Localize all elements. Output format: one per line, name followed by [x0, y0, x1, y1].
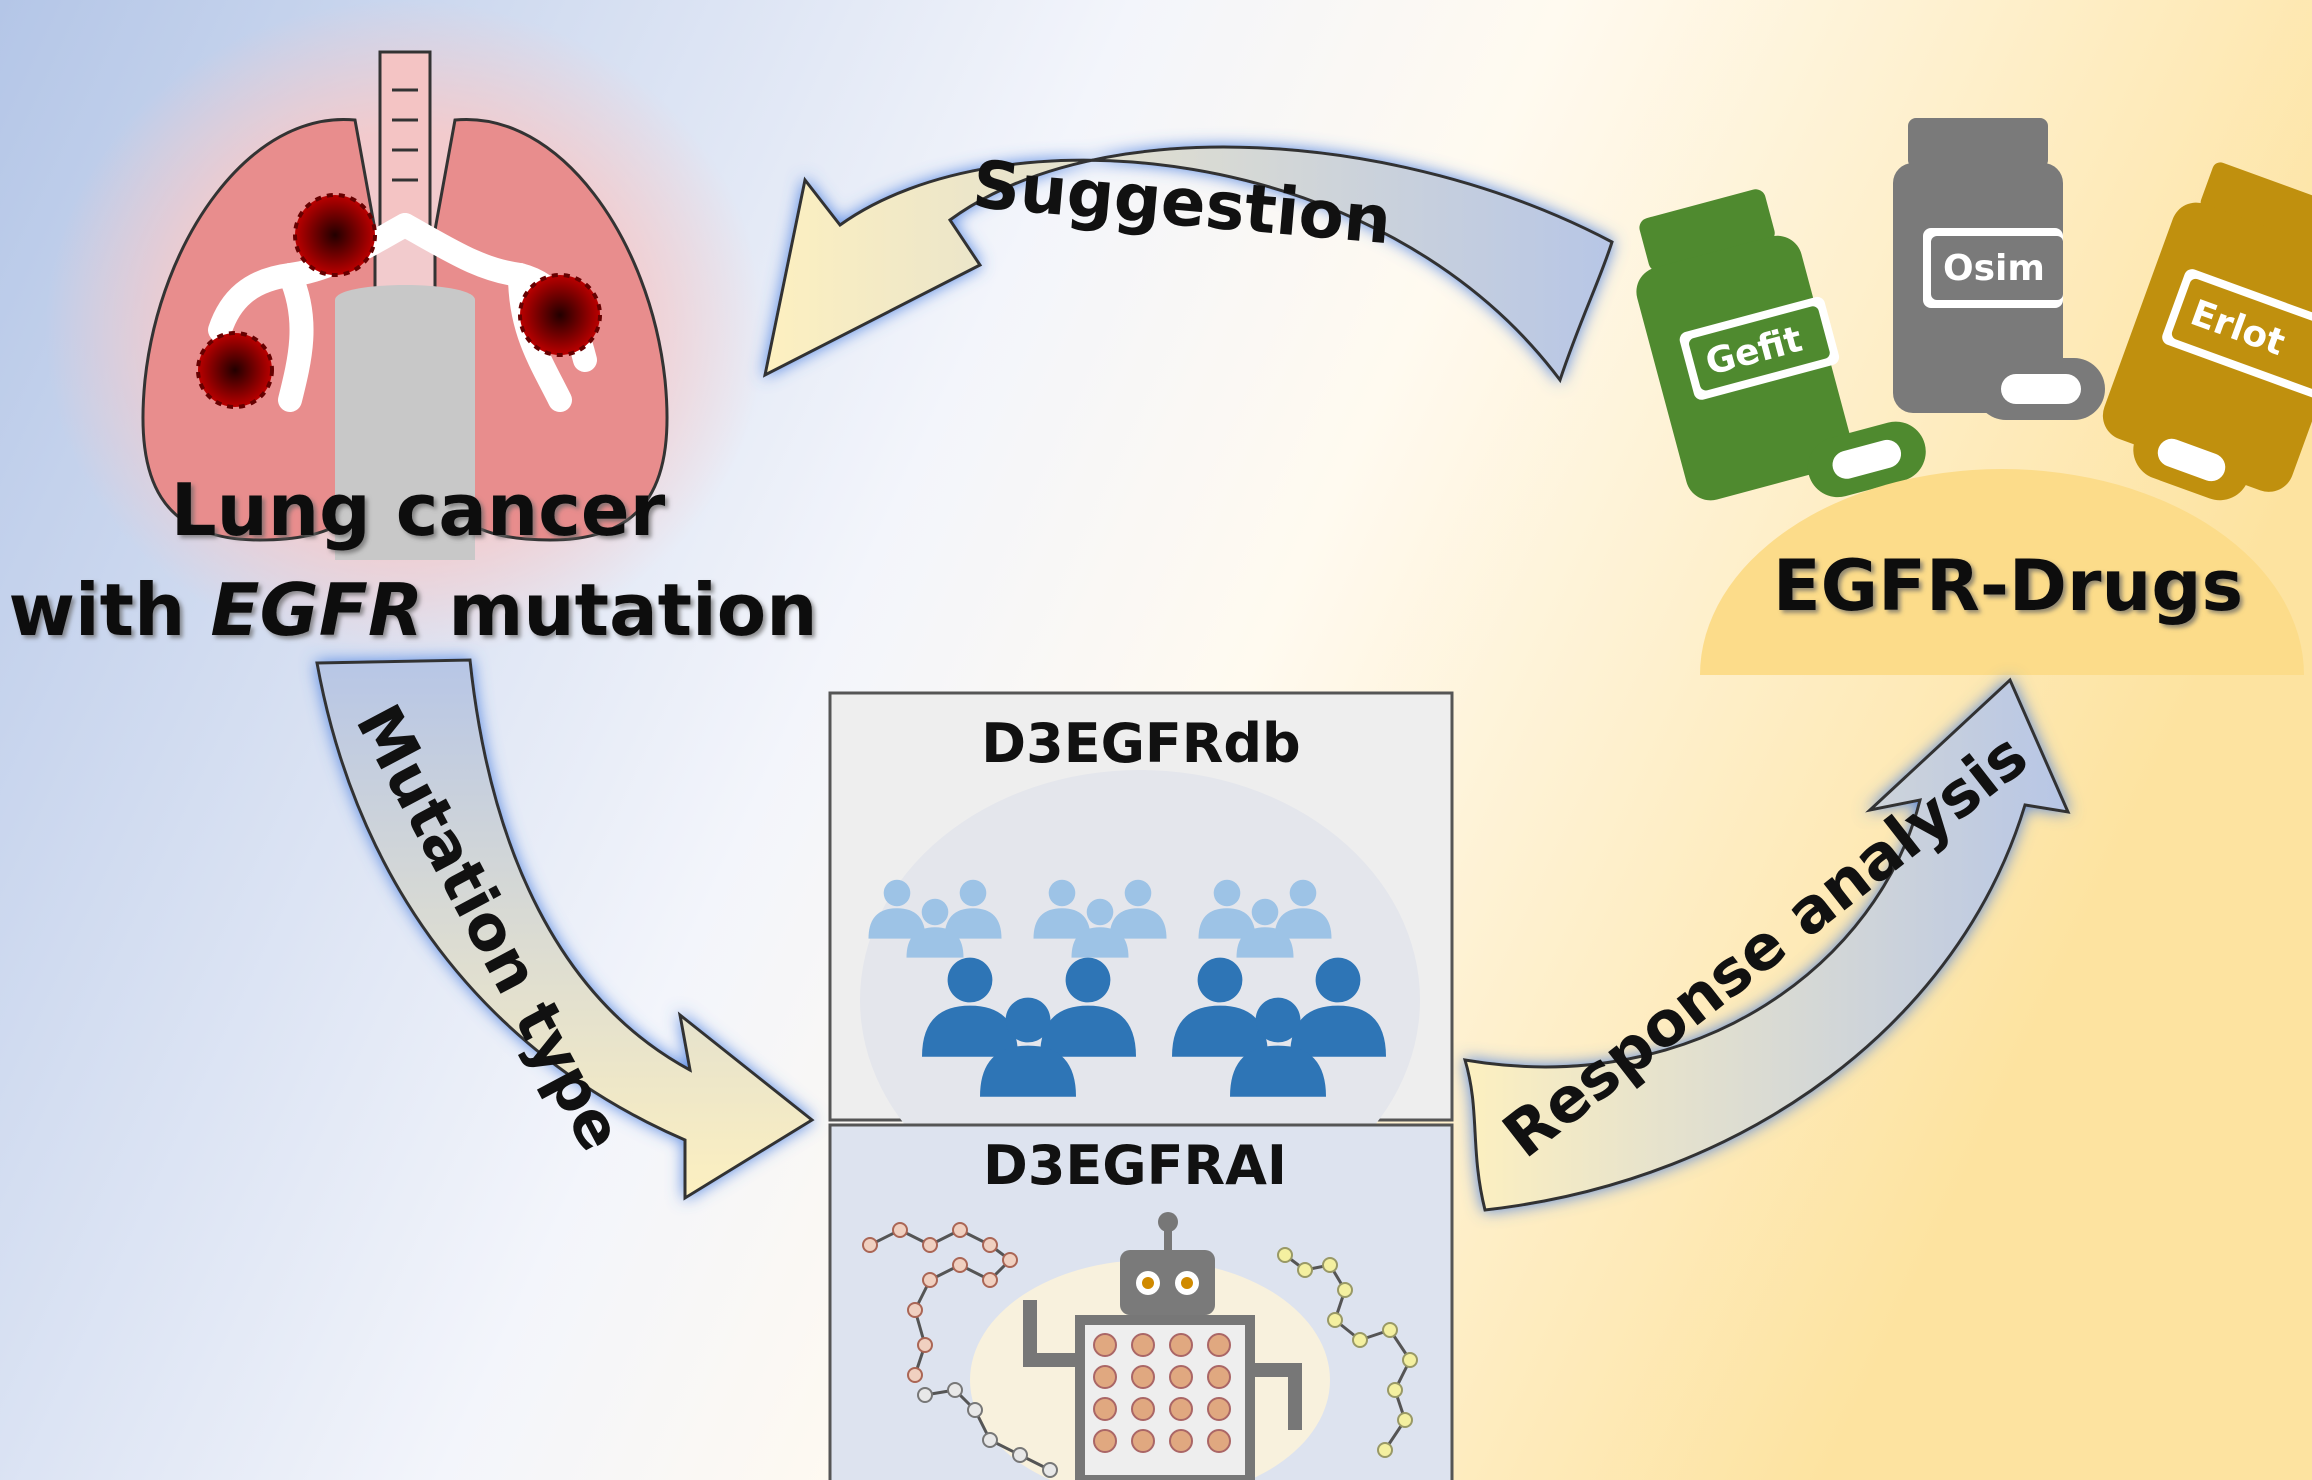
- neural-network-icon: [1093, 1333, 1231, 1453]
- robot-icon: [1023, 1212, 1302, 1480]
- person-icon: [980, 997, 1076, 1097]
- d3egfrdb-panel: D3EGFRdb: [828, 691, 1454, 1230]
- d3egfrai-title: D3EGFRAI: [983, 1134, 1287, 1197]
- person-icon: [906, 898, 964, 958]
- person-icon: [1236, 898, 1294, 958]
- person-icon: [1274, 879, 1332, 939]
- svg-text:Osim: Osim: [1943, 248, 2045, 289]
- erlotinib-bottle: Erlot: [2102, 162, 2312, 501]
- person-icon: [944, 879, 1002, 939]
- person-icon: [1033, 879, 1091, 939]
- person-icon: [1198, 879, 1256, 939]
- drug-bottles: Gefit Osim Erlot: [1636, 118, 2312, 501]
- person-icon: [922, 957, 1018, 1057]
- drugs-title: EGFR-Drugs: [1773, 545, 2243, 627]
- d3egfrdb-title: D3EGFRdb: [981, 712, 1300, 775]
- d3egfrai-panel: D3EGFRAI: [828, 1123, 1454, 1480]
- tumor-icon: [196, 193, 602, 409]
- person-icon: [1040, 957, 1136, 1057]
- lung-title-line2: with EGFR mutation: [8, 568, 817, 652]
- person-icon: [1109, 879, 1167, 939]
- person-icon: [1230, 997, 1326, 1097]
- molecule-icons: [862, 1222, 1418, 1478]
- osimertinib-bottle: Osim: [1893, 118, 2105, 420]
- lung-illustration: [45, 0, 765, 660]
- person-icon: [1071, 898, 1129, 958]
- people-icons: [868, 879, 1386, 1097]
- person-icon: [1290, 957, 1386, 1057]
- lung-title-line1: Lung cancer: [171, 468, 666, 552]
- person-icon: [868, 879, 926, 939]
- person-icon: [1172, 957, 1268, 1057]
- drugs-platform: [1700, 469, 2304, 675]
- gefitinib-bottle: Gefit: [1636, 189, 1926, 501]
- trachea: [378, 50, 432, 234]
